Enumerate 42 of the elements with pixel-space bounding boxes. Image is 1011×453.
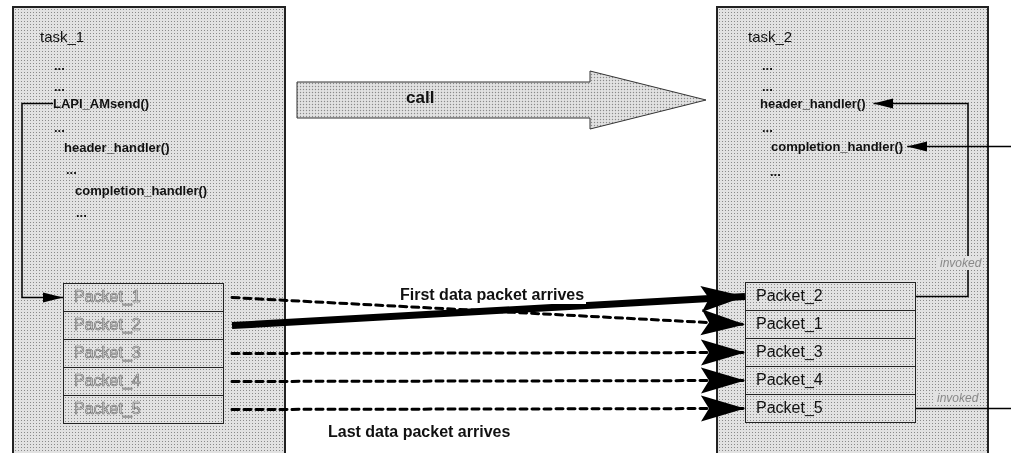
code-line: ... [54, 58, 65, 73]
dashed-arrow [230, 296, 747, 336]
block-arrow: call [296, 70, 708, 130]
code-line: header_handler() [64, 140, 170, 155]
arrow [21, 102, 64, 303]
packet-cell: Packet_5 [745, 394, 916, 423]
packet-cell: Packet_3 [63, 339, 224, 368]
packet-cell: Packet_3 [745, 338, 916, 367]
edge-label: Last data packet arrives [326, 423, 513, 441]
packet-cell: Packet_4 [745, 366, 916, 395]
edge-label: invoked [938, 256, 984, 270]
packet-cell: Packet_2 [745, 282, 916, 311]
packet-cell: Packet_4 [63, 367, 224, 396]
code-line: completion_handler() [75, 183, 208, 198]
packet-cell: Packet_1 [63, 283, 224, 312]
edge-label: invoked [935, 391, 981, 405]
task-box [12, 6, 286, 453]
task-box [716, 6, 989, 453]
code-line: ... [54, 79, 65, 94]
connector-line [915, 407, 1011, 410]
arrow [872, 98, 969, 298]
code-line: ... [76, 205, 87, 220]
code-line: ... [762, 58, 773, 73]
code-line: ... [762, 79, 773, 94]
dashed-arrow [230, 395, 747, 422]
code-line: ... [762, 120, 773, 135]
task-title: task_1 [40, 28, 85, 45]
code-line: ... [770, 164, 781, 179]
arrow [906, 141, 1011, 152]
dashed-arrow [230, 367, 747, 394]
task-title: task_2 [748, 28, 793, 45]
code-line: ... [54, 120, 65, 135]
function-call: completion_handler() [771, 139, 904, 154]
dashed-arrow [230, 339, 747, 366]
edge-label: First data packet arrives [398, 286, 587, 304]
packet-cell: Packet_1 [745, 310, 916, 339]
function-call: LAPI_AMsend() [53, 96, 150, 111]
function-call: header_handler() [760, 96, 866, 111]
packet-cell: Packet_2 [63, 311, 224, 340]
packet-cell: Packet_5 [63, 395, 224, 424]
arrow [231, 286, 746, 329]
code-line: ... [66, 162, 77, 177]
